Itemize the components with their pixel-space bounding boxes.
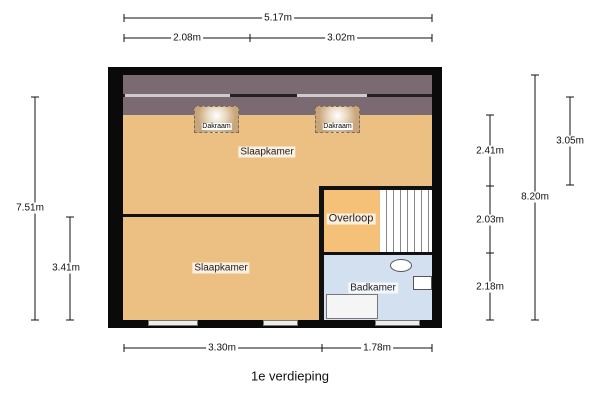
dim-top-total: 5.17m	[262, 12, 294, 24]
interior-wall	[123, 214, 320, 217]
window	[148, 320, 198, 326]
dim-top-left: 2.08m	[171, 32, 203, 44]
room-label-badkamer: Badkamer	[348, 282, 398, 294]
dim-left-lower: 3.41m	[50, 262, 82, 274]
dim-right-1: 2.41m	[474, 145, 506, 157]
dim-left-total: 7.51m	[14, 202, 46, 214]
interior-wall	[319, 186, 432, 190]
window	[375, 320, 420, 326]
window	[263, 320, 298, 326]
skylight: Dakraam	[194, 106, 239, 133]
dim-right-total: 8.20m	[519, 191, 551, 203]
skylight: Dakraam	[315, 106, 360, 133]
dim-right-roof: 3.05m	[554, 135, 586, 147]
dim-bottom-right: 1.78m	[361, 342, 393, 354]
room-label-slaapkamer-top: Slaapkamer	[238, 146, 296, 158]
dim-right-2: 2.03m	[474, 214, 506, 226]
dim-bottom-left: 3.30m	[206, 342, 238, 354]
dim-right-3: 2.18m	[474, 281, 506, 293]
toilet-icon	[390, 259, 412, 272]
dim-top-right: 3.02m	[325, 32, 357, 44]
interior-wall	[319, 186, 324, 320]
room-label-overloop: Overloop	[326, 212, 376, 225]
bathtub-icon	[326, 294, 378, 319]
room-label-slaapkamer-bottom: Slaapkamer	[192, 262, 250, 274]
sink-icon	[413, 276, 432, 290]
roof-window-strip	[125, 94, 230, 97]
interior-wall	[324, 252, 432, 255]
roof-ridge	[123, 94, 432, 97]
roof-window-strip	[297, 94, 367, 97]
floor-title: 1e verdieping	[250, 368, 330, 384]
staircase	[380, 190, 432, 252]
